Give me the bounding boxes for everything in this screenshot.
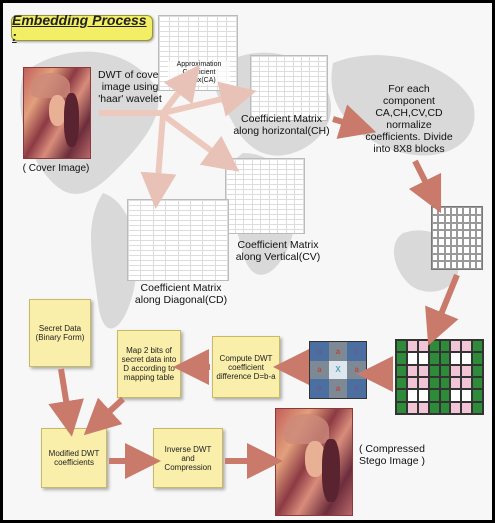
arrow-grid8-to-colgrid	[425, 273, 460, 346]
secret-data-box: Secret Data (Binary Form)	[29, 299, 91, 367]
normalize-label: For each component CA,CH,CV,CD normalize…	[365, 83, 453, 156]
cover-image-label: ( Cover Image)	[22, 163, 90, 174]
title-text: Embedding Process :	[12, 12, 147, 44]
pixel-cell: b	[310, 342, 329, 361]
title-badge: Embedding Process :	[11, 12, 153, 44]
compute-dwt-text: Compute DWT coefficient difference D=b-a	[216, 353, 276, 381]
cd-matrix-label: Coefficient Matrix along Diagonal(CD)	[134, 282, 228, 307]
pixel-cell: b	[310, 379, 329, 398]
inverse-dwt-text: Inverse DWT and Compression	[164, 444, 212, 472]
pixel-cell: X	[328, 360, 348, 380]
coefficient-pair-grid	[395, 339, 484, 415]
dwt-label: DWT of cover image using 'haar' wavelet	[98, 69, 162, 106]
cv-matrix	[225, 158, 305, 234]
pixel-cell: a	[328, 379, 348, 398]
arrow-to-grid8	[408, 159, 442, 214]
pixel-cell: a	[328, 342, 348, 361]
pixel-cell: b	[347, 342, 366, 361]
modified-dwt-box: Modified DWT coefficients	[41, 428, 107, 488]
arrow-secret-to-modified	[48, 368, 84, 437]
modified-dwt-text: Modified DWT coefficients	[48, 449, 100, 467]
map-bits-text: Map 2 bits of secret data into D accordi…	[121, 346, 177, 382]
stego-image-label: ( Compressed Stego Image )	[359, 443, 425, 468]
arrow-ch-to-normalize	[332, 104, 377, 139]
arrow-to-ch	[162, 81, 257, 117]
cd-matrix	[127, 199, 229, 281]
arrow-to-ca	[160, 64, 200, 115]
arrow-to-cv	[161, 112, 240, 172]
pixel-cell: a	[310, 360, 329, 380]
secret-data-text: Secret Data (Binary Form)	[35, 324, 85, 342]
inverse-dwt-box: Inverse DWT and Compression	[153, 428, 223, 488]
ch-matrix-label: Coefficient Matrix along horizontal(CH)	[233, 113, 330, 138]
arrow-map-to-modified	[83, 396, 126, 436]
flow-arrows	[48, 64, 460, 479]
cv-matrix-label: Coefficient Matrix along Vertical(CV)	[235, 239, 321, 264]
cover-image	[23, 67, 91, 159]
block-8x8-grid	[431, 206, 483, 270]
stego-image	[275, 408, 353, 516]
ch-matrix	[250, 55, 328, 121]
diagram-canvas: Embedding Process : ( Cover Image) DWT o…	[3, 3, 492, 520]
arrow-to-cd	[140, 114, 177, 209]
map-bits-box: Map 2 bits of secret data into D accordi…	[117, 330, 181, 398]
